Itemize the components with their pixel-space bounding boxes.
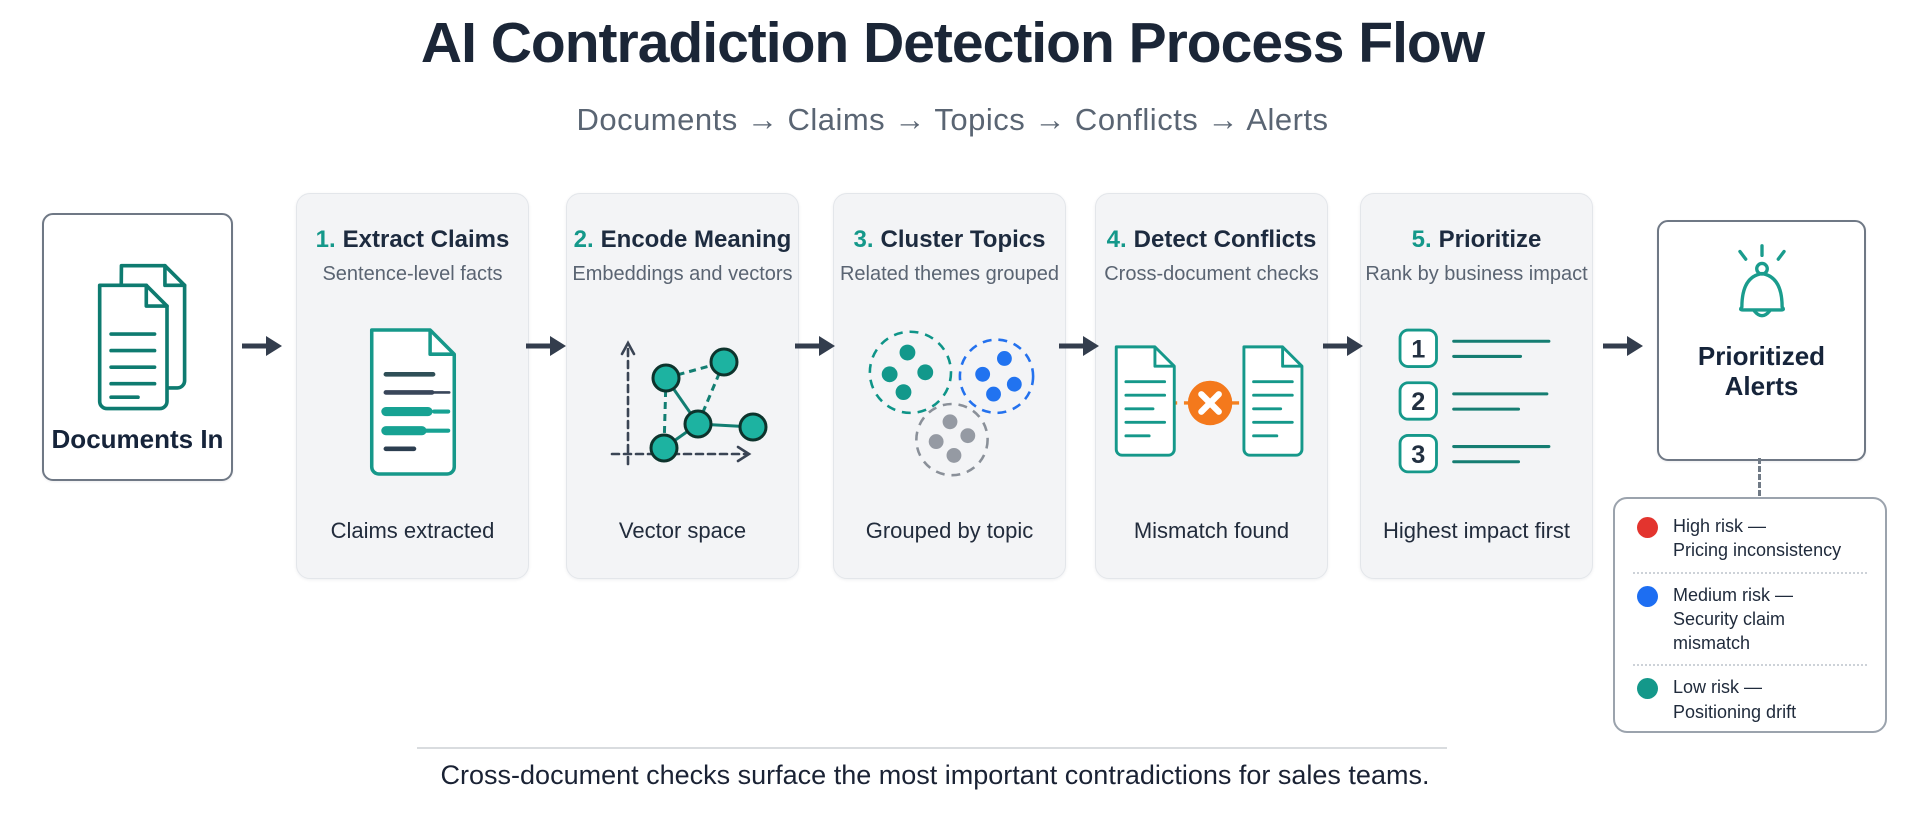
prioritized-alerts-label: Prioritized Alerts (1697, 341, 1826, 401)
medium-risk-dot-icon (1637, 585, 1658, 607)
legend-risk-desc: Pricing inconsistency (1673, 540, 1842, 561)
step-title: 3.Cluster Topics (854, 226, 1046, 254)
legend-risk-label: Low risk — (1673, 677, 1763, 698)
step-title-text: Encode Meaning (600, 226, 792, 253)
risk-legend: High risk — Pricing inconsistency Medium… (1613, 497, 1887, 733)
step-card-detect-conflicts: 4.Detect Conflicts Cross-document checks (1095, 193, 1328, 579)
step-subtitle: Rank by business impact (1365, 263, 1588, 285)
svg-text:2: 2 (1411, 388, 1425, 416)
step-card-extract-claims: 1.Extract Claims Sentence-level facts Cl… (296, 193, 529, 579)
flow-arrow-2 (526, 336, 566, 356)
step-caption: Claims extracted (330, 518, 495, 543)
step-caption: Grouped by topic (865, 518, 1034, 543)
flow-arrow-6 (1603, 336, 1643, 356)
step-caption: Mismatch found (1133, 518, 1290, 543)
legend-risk-desc: Positioning drift (1673, 701, 1797, 722)
footer-note: Cross-document checks surface the most i… (440, 760, 1430, 790)
step-subtitle: Cross-document checks (1104, 263, 1319, 285)
conflict-documents-icon (1114, 345, 1303, 457)
documents-stack-icon (97, 263, 186, 411)
step-subtitle: Sentence-level facts (322, 263, 503, 285)
step-title-text: Prioritize (1438, 226, 1542, 253)
step-caption: Highest impact first (1382, 518, 1571, 543)
legend-risk-label: High risk — (1673, 516, 1767, 536)
step-subtitle: Embeddings and vectors (572, 263, 793, 285)
step-subtitle: Related themes grouped (839, 263, 1060, 285)
step-title-text: Detect Conflicts (1133, 226, 1317, 253)
step-title: 1.Extract Claims (316, 226, 510, 254)
step-card-encode-meaning: 2.Encode Meaning Embeddings and vectors (566, 193, 799, 579)
legend-item-high-risk: High risk — Pricing inconsistency (1633, 505, 1867, 572)
svg-text:1: 1 (1411, 335, 1425, 363)
step-number: 4. (1106, 226, 1127, 253)
step-title: 2.Encode Meaning (574, 226, 792, 254)
step-caption: Vector space (618, 518, 747, 543)
legend-risk-desc: Security claim mismatch (1673, 608, 1786, 654)
legend-item-low-risk: Low risk — Positioning drift (1633, 664, 1867, 733)
alert-bell-icon (1737, 244, 1786, 318)
step-title-text: Cluster Topics (880, 226, 1046, 253)
low-risk-dot-icon (1637, 678, 1658, 700)
high-risk-dot-icon (1637, 517, 1658, 538)
document-highlights-icon (369, 328, 456, 476)
step-number: 2. (573, 226, 594, 253)
flow-arrow-3 (795, 336, 835, 356)
step-number: 5. (1411, 226, 1432, 253)
ranked-list-icon: 1 2 3 (1398, 328, 1550, 474)
legend-risk-label: Medium risk — (1673, 584, 1794, 605)
step-card-cluster-topics: 3.Cluster Topics Related themes grouped (833, 193, 1066, 579)
footer-divider (417, 747, 1447, 749)
legend-item-medium-risk: Medium risk — Security claim mismatch (1633, 571, 1867, 665)
step-title: 4.Detect Conflicts (1107, 226, 1317, 254)
step-number: 3. (853, 226, 874, 253)
prioritized-alerts-node: Prioritized Alerts (1657, 220, 1866, 461)
step-card-prioritize: 5.Prioritize Rank by business impact 1 2 (1360, 193, 1593, 579)
topic-clusters-icon (868, 330, 1034, 477)
step-title-text: Extract Claims (342, 226, 510, 253)
step-title: 5.Prioritize (1412, 226, 1542, 254)
flow-breadcrumb: Documents → Claims → Topics → Conflicts … (576, 102, 1329, 137)
documents-in-label: Documents In (51, 424, 224, 455)
page-title: AI Contradiction Detection Process Flow (420, 11, 1485, 75)
documents-in-node: Documents In (42, 213, 233, 481)
flow-arrow-1 (242, 336, 282, 356)
step-number: 1. (315, 226, 336, 253)
alerts-legend-connector (1758, 458, 1761, 496)
vector-space-icon (610, 340, 767, 466)
flow-arrow-4 (1059, 336, 1099, 356)
svg-text:3: 3 (1411, 441, 1425, 469)
flow-arrow-5 (1323, 336, 1363, 356)
